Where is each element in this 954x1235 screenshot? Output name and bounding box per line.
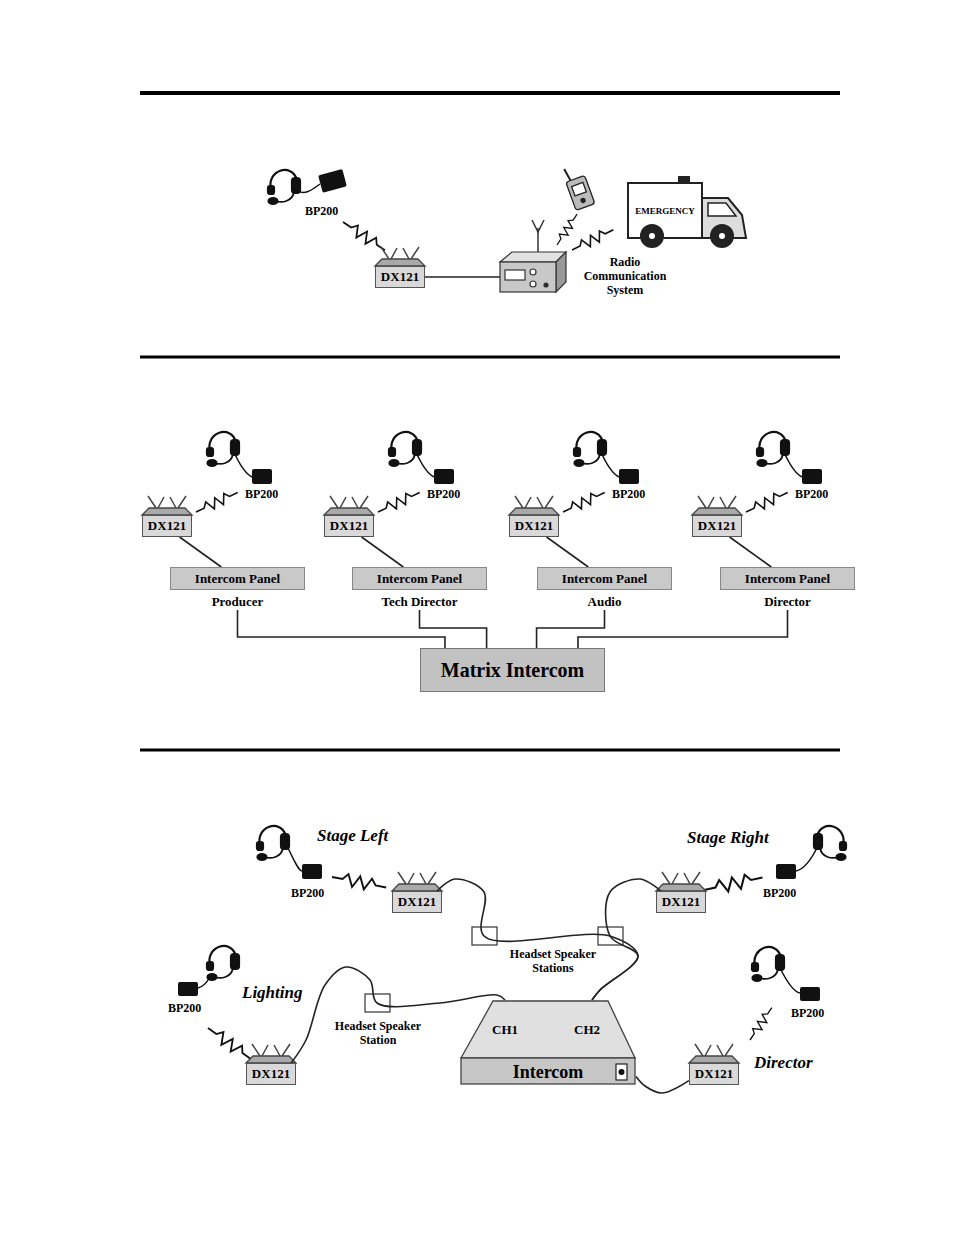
node-label: DX121 [143, 516, 191, 535]
emergency-truck [628, 177, 746, 247]
intercom-panel: Intercom PanelAudio [537, 567, 672, 610]
headset-group [692, 432, 822, 517]
base-radio [500, 220, 566, 292]
node-label: CH1 [492, 1022, 518, 1037]
wireless-link [746, 1005, 775, 1042]
transceiver-box: DX121 [324, 515, 374, 537]
cable [425, 276, 500, 278]
cable [547, 537, 589, 567]
part-label: BP200 [305, 204, 338, 218]
node-label: DX121 [247, 1064, 295, 1083]
cable [730, 537, 772, 567]
part-label: Radio Communication System [575, 255, 675, 297]
part-label: BP200 [612, 487, 645, 501]
intercom-panel: Intercom PanelDirector [720, 567, 855, 610]
intercom-panel: Intercom PanelProducer [170, 567, 305, 610]
station-caption: Audio [537, 594, 672, 610]
transceiver-top [656, 872, 706, 891]
part-label: BP200 [427, 487, 460, 501]
bodypack [302, 864, 322, 879]
station-caption: Tech Director [352, 594, 487, 610]
part-label: Headset Speaker Station [328, 1019, 428, 1047]
transceiver-top [375, 247, 425, 266]
part-label: BP200 [791, 1006, 824, 1020]
headset-group [142, 432, 272, 517]
node-label: Intercom Panel [720, 567, 855, 590]
node-label: Intercom Panel [537, 567, 672, 590]
part-label: BP200 [245, 487, 278, 501]
bodypack [800, 987, 820, 1001]
wireless-link [570, 225, 616, 254]
transceiver-box: DX121 [692, 515, 742, 537]
transceiver-box: DX121 [392, 891, 442, 913]
bodypack [318, 169, 347, 193]
part-label: BP200 [168, 1001, 201, 1015]
cable [238, 610, 445, 648]
position-label: Lighting [242, 983, 302, 1003]
stage-scene [178, 826, 846, 1064]
bodypack [776, 864, 796, 879]
walkie-talkie [561, 163, 595, 210]
node-label: Intercom [460, 1059, 636, 1085]
matrix-box: Matrix Intercom [420, 648, 605, 692]
cable [180, 537, 222, 567]
position-label: Director [754, 1053, 813, 1073]
part-label: BP200 [795, 487, 828, 501]
cable [537, 610, 605, 648]
bodypack [178, 982, 198, 996]
node-label: Matrix Intercom [441, 659, 584, 682]
node-label: DX121 [510, 516, 558, 535]
node-label: DX121 [376, 267, 424, 286]
transceiver-top [689, 1044, 739, 1063]
headset [268, 170, 300, 204]
cable [578, 610, 788, 648]
radio-scene [268, 163, 746, 292]
cable [636, 1077, 689, 1094]
wireless-link [340, 217, 388, 254]
headset-group [509, 432, 639, 517]
node-label: Intercom Panel [352, 567, 487, 590]
cable [362, 537, 404, 567]
vehicle-marking: EMERGENCY [629, 206, 701, 217]
station-caption: Director [720, 594, 855, 610]
wireless-link [703, 871, 764, 896]
headset-group [324, 432, 454, 517]
wireless-link [331, 871, 387, 893]
transceiver-top [392, 872, 442, 891]
node-label: DX121 [325, 516, 373, 535]
part-label: BP200 [291, 886, 324, 900]
intercom-unit: CH1 CH2Intercom [460, 1000, 636, 1085]
position-label: Stage Left [317, 826, 388, 846]
transceiver-box: DX121 [375, 266, 425, 288]
transceiver-box: DX121 [142, 515, 192, 537]
transceiver-box: DX121 [246, 1063, 296, 1085]
intercom-panel: Intercom PanelTech Director [352, 567, 487, 610]
part-label: BP200 [763, 886, 796, 900]
section-rules [140, 93, 840, 750]
node-label: CH2 [574, 1022, 600, 1037]
transceiver-top [246, 1044, 296, 1063]
transceiver-box: DX121 [509, 515, 559, 537]
cable [420, 610, 487, 648]
headset [207, 946, 239, 980]
headset [752, 947, 784, 981]
station-caption: Producer [170, 594, 305, 610]
node-label: DX121 [393, 892, 441, 911]
part-label: Headset Speaker Stations [501, 947, 605, 975]
cable [592, 879, 661, 1000]
studio-scene [142, 432, 822, 517]
node-label: Intercom Panel [170, 567, 305, 590]
transceiver-box: DX121 [689, 1063, 739, 1085]
headset [814, 826, 846, 860]
position-label: Stage Right [687, 828, 769, 848]
transceiver-box: DX121 [656, 891, 706, 913]
node-label: DX121 [690, 1064, 738, 1083]
wireless-link [205, 1023, 255, 1063]
headset [257, 826, 289, 860]
node-label: DX121 [693, 516, 741, 535]
wireless-link [554, 212, 581, 247]
node-label: DX121 [657, 892, 705, 911]
